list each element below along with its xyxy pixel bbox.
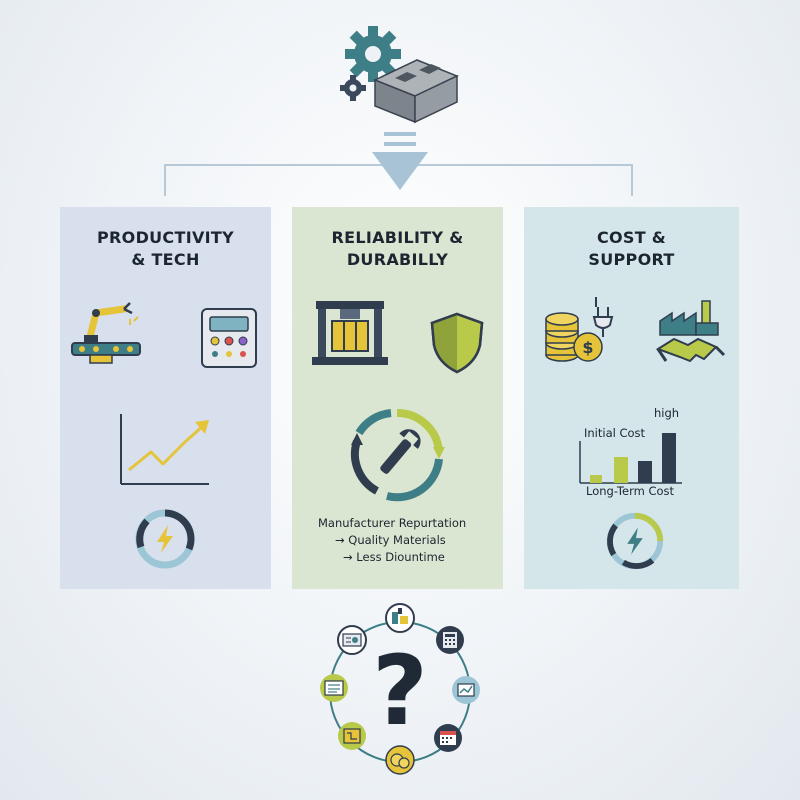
connector-lines xyxy=(164,132,633,196)
machine-frame-icon xyxy=(312,301,388,365)
document-icon xyxy=(320,674,348,702)
gear-and-block-icon xyxy=(340,26,459,124)
reliability-caption-line2: → Quality Materials xyxy=(335,533,446,547)
power-gauge-icon xyxy=(606,512,664,570)
question-mark: ? xyxy=(372,635,428,747)
svg-text:$: $ xyxy=(582,338,593,357)
chart-initial-label: Initial Cost xyxy=(584,426,646,440)
calendar-icon xyxy=(434,724,462,752)
panel-title: COST & SUPPORT xyxy=(588,228,675,269)
down-arrow-icon xyxy=(372,152,428,190)
plug-icon xyxy=(592,307,614,337)
shield-icon xyxy=(430,312,484,374)
cost-bar-chart-icon xyxy=(579,433,682,484)
reliability-caption-line3: → Less Diountime xyxy=(343,550,445,564)
certificate-icon xyxy=(337,625,367,655)
factory-icon xyxy=(385,603,415,633)
robot-arm-icon xyxy=(71,302,141,364)
question-ring-diagram: ? xyxy=(320,603,480,775)
money-icon xyxy=(385,745,415,775)
chart-longterm-label: Long-Term Cost xyxy=(586,484,675,498)
panel-title: PRODUCTIVITY & TECH xyxy=(97,228,234,269)
blueprint-icon xyxy=(338,722,366,750)
panel-reliability-durability: RELIABILITY & DURABILLY Manufacturer Rep… xyxy=(292,207,503,589)
panel-cost-support: COST & SUPPORT $ high Initial Cost xyxy=(524,207,739,589)
wrench-cycle-icon xyxy=(351,408,445,502)
control-panel-icon xyxy=(201,308,257,368)
calculator-icon xyxy=(436,626,464,654)
chart-high-label: high xyxy=(654,406,680,420)
trend-chart-icon xyxy=(452,676,480,704)
reliability-caption-line1: Manufacturer Repurtation xyxy=(318,516,467,530)
panel-productivity-tech: PRODUCTIVITY & TECH xyxy=(60,207,271,589)
concrete-block-icon xyxy=(373,59,459,124)
power-gauge-icon xyxy=(135,509,195,569)
growth-chart-icon xyxy=(120,414,209,485)
panel-title: RELIABILITY & DURABILLY xyxy=(331,228,464,269)
factory-handshake-icon xyxy=(655,300,726,363)
coins-plug-icon: $ xyxy=(545,297,614,362)
